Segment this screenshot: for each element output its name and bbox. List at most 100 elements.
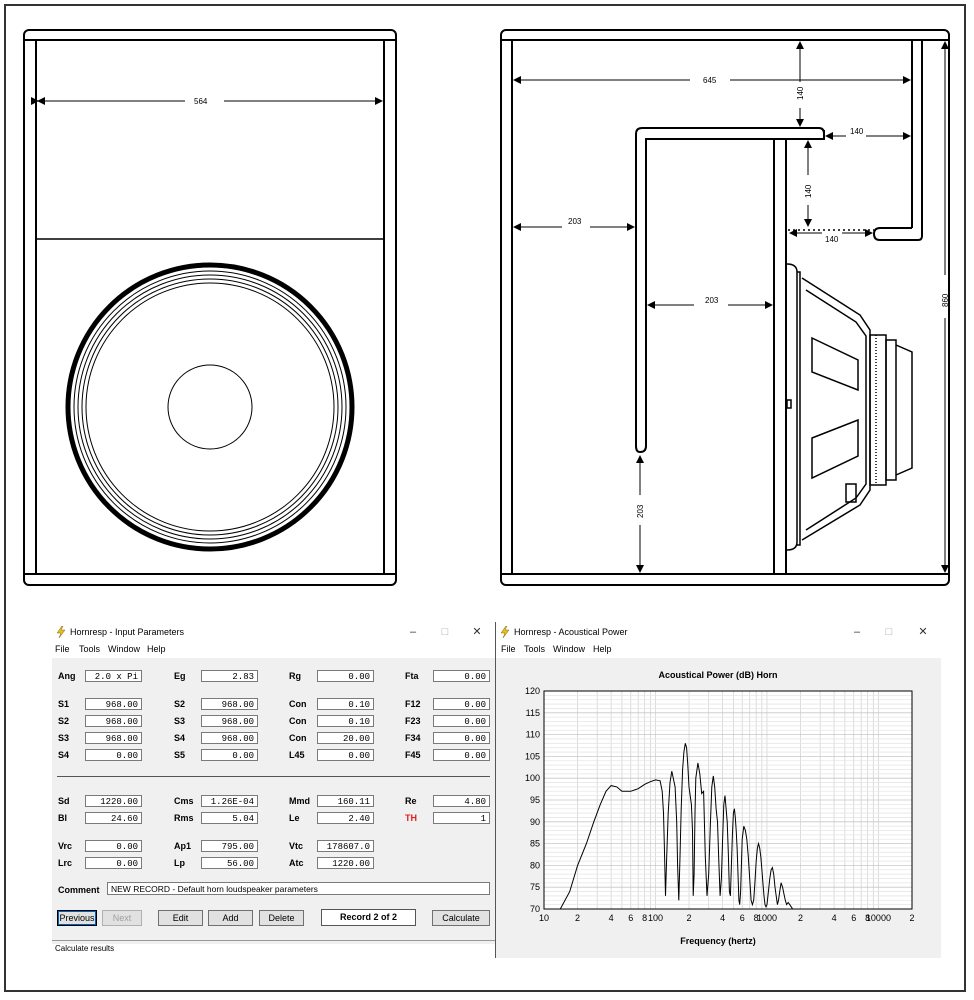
x-tick-label: 10000 bbox=[866, 913, 891, 923]
x-tick-label: 100 bbox=[648, 913, 663, 923]
acoustical-power-window: Hornresp - Acoustical Power – □ ✕ File T… bbox=[496, 622, 941, 958]
param-field-ang[interactable]: 2.0 x Pi bbox=[85, 670, 142, 682]
param-field-th[interactable]: 1 bbox=[433, 812, 490, 824]
param-field-bl[interactable]: 24.60 bbox=[85, 812, 142, 824]
param-field-atc[interactable]: 1220.00 bbox=[317, 857, 374, 869]
delete-button[interactable]: Delete bbox=[259, 910, 304, 926]
menu-window[interactable]: Window bbox=[108, 644, 141, 654]
param-label: Atc bbox=[289, 858, 304, 868]
dim-label-140-right: 140 bbox=[850, 127, 864, 136]
x-tick-label: 4 bbox=[609, 913, 614, 923]
param-field-s4[interactable]: 968.00 bbox=[201, 732, 258, 744]
param-field-l45[interactable]: 0.00 bbox=[317, 749, 374, 761]
param-field-f12[interactable]: 0.00 bbox=[433, 698, 490, 710]
menu-file[interactable]: File bbox=[501, 644, 516, 654]
y-tick-label: 100 bbox=[525, 773, 540, 783]
param-label: Ap1 bbox=[174, 841, 192, 851]
param-field-s4b[interactable]: 0.00 bbox=[85, 749, 142, 761]
menu-file[interactable]: File bbox=[55, 644, 70, 654]
close-icon[interactable]: ✕ bbox=[918, 626, 928, 638]
param-field-s1[interactable]: 968.00 bbox=[85, 698, 142, 710]
window-title: Hornresp - Input Parameters bbox=[70, 627, 185, 637]
param-label: S4 bbox=[58, 750, 70, 760]
add-button[interactable]: Add bbox=[208, 910, 253, 926]
param-label: Rg bbox=[289, 671, 301, 681]
param-field-lrc[interactable]: 0.00 bbox=[85, 857, 142, 869]
param-field-ap1[interactable]: 795.00 bbox=[201, 840, 258, 852]
param-label: Con bbox=[289, 699, 307, 709]
menu-tools[interactable]: Tools bbox=[524, 644, 546, 654]
param-field-s2b[interactable]: 968.00 bbox=[85, 715, 142, 727]
param-label: Le bbox=[289, 813, 300, 823]
param-field-le[interactable]: 2.40 bbox=[317, 812, 374, 824]
dim-label-203-left: 203 bbox=[568, 217, 582, 226]
lightning-icon bbox=[56, 626, 66, 638]
param-label: Rms bbox=[174, 813, 194, 823]
param-field-s3[interactable]: 968.00 bbox=[201, 715, 258, 727]
param-field-fta[interactable]: 0.00 bbox=[433, 670, 490, 682]
dim-label-140-mid: 140 bbox=[804, 184, 813, 198]
side-view bbox=[500, 29, 950, 586]
param-field-rms[interactable]: 5.04 bbox=[201, 812, 258, 824]
dust-cap bbox=[167, 364, 253, 450]
lightning-icon bbox=[500, 626, 510, 638]
window-separator bbox=[495, 622, 496, 958]
param-field-f34[interactable]: 0.00 bbox=[433, 732, 490, 744]
calculate-button[interactable]: Calculate bbox=[432, 910, 490, 926]
param-field-con3[interactable]: 20.00 bbox=[317, 732, 374, 744]
menu-tools[interactable]: Tools bbox=[79, 644, 101, 654]
maximize-icon[interactable]: □ bbox=[441, 626, 449, 638]
x-tick-label: 6 bbox=[851, 913, 856, 923]
dim-label-depth: 645 bbox=[703, 76, 717, 85]
param-label: S2 bbox=[174, 699, 186, 709]
dim-label-140-top: 140 bbox=[796, 86, 805, 100]
x-axis-label: Frequency (hertz) bbox=[680, 936, 756, 946]
menu-window[interactable]: Window bbox=[553, 644, 586, 654]
menu-help[interactable]: Help bbox=[147, 644, 166, 654]
param-field-rg[interactable]: 0.00 bbox=[317, 670, 374, 682]
front-view bbox=[23, 29, 397, 586]
x-tick-label: 6 bbox=[740, 913, 745, 923]
param-field-vtc[interactable]: 178607.0 bbox=[317, 840, 374, 852]
param-field-cms[interactable]: 1.26E-04 bbox=[201, 795, 258, 807]
param-field-con1[interactable]: 0.10 bbox=[317, 698, 374, 710]
y-tick-label: 75 bbox=[530, 882, 540, 892]
y-tick-label: 85 bbox=[530, 839, 540, 849]
param-field-vrc[interactable]: 0.00 bbox=[85, 840, 142, 852]
param-field-con2[interactable]: 0.10 bbox=[317, 715, 374, 727]
edit-button[interactable]: Edit bbox=[158, 910, 203, 926]
next-button[interactable]: Next bbox=[102, 910, 142, 926]
y-tick-label: 95 bbox=[530, 795, 540, 805]
power-curve bbox=[559, 743, 794, 910]
menu-help[interactable]: Help bbox=[593, 644, 612, 654]
param-field-s3b[interactable]: 968.00 bbox=[85, 732, 142, 744]
param-label: S2 bbox=[58, 716, 70, 726]
cabinet-drawing: 564 bbox=[23, 29, 950, 586]
front-outer-panel bbox=[23, 29, 397, 586]
param-field-f23[interactable]: 0.00 bbox=[433, 715, 490, 727]
minimize-icon[interactable]: – bbox=[853, 626, 861, 638]
param-label: S3 bbox=[174, 716, 186, 726]
param-field-mmd[interactable]: 160.11 bbox=[317, 795, 374, 807]
close-icon[interactable]: ✕ bbox=[472, 626, 482, 638]
param-label: S5 bbox=[174, 750, 186, 760]
previous-button[interactable]: Previous bbox=[57, 910, 97, 926]
param-field-f45[interactable]: 0.00 bbox=[433, 749, 490, 761]
param-field-sd[interactable]: 1220.00 bbox=[85, 795, 142, 807]
minimize-icon[interactable]: – bbox=[409, 626, 417, 638]
comment-field[interactable]: NEW RECORD - Default horn loudspeaker pa… bbox=[107, 882, 490, 895]
param-label: Cms bbox=[174, 796, 194, 806]
param-field-s2[interactable]: 968.00 bbox=[201, 698, 258, 710]
param-field-eg[interactable]: 2.83 bbox=[201, 670, 258, 682]
maximize-icon[interactable]: □ bbox=[885, 626, 893, 638]
parameters-panel: Ang 2.0 x Pi Eg 2.83 Rg 0.00 Fta 0.00 S1… bbox=[52, 658, 495, 944]
param-label: S3 bbox=[58, 733, 70, 743]
param-field-lp[interactable]: 56.00 bbox=[201, 857, 258, 869]
param-label: F23 bbox=[405, 716, 421, 726]
param-field-re[interactable]: 4.80 bbox=[433, 795, 490, 807]
title-bar: Hornresp - Acoustical Power – □ ✕ bbox=[496, 622, 941, 642]
menu-bar: File Tools Window Help bbox=[496, 642, 941, 656]
param-label: Lrc bbox=[58, 858, 73, 868]
param-field-s5[interactable]: 0.00 bbox=[201, 749, 258, 761]
status-divider bbox=[52, 940, 495, 941]
